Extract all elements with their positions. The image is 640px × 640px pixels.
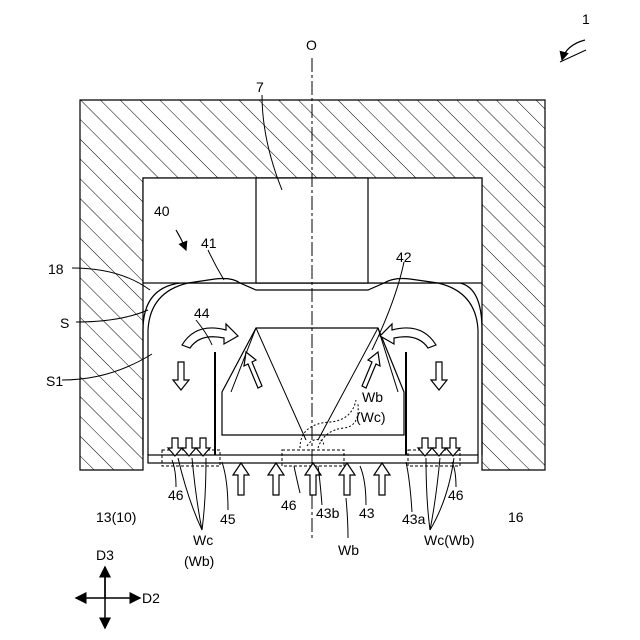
label-wb-bottom: Wb	[338, 542, 359, 558]
curved-arrow-right	[380, 324, 436, 348]
label-16: 16	[508, 509, 524, 525]
label-wc-top: (Wc)	[356, 409, 386, 425]
label-45: 45	[220, 511, 236, 527]
down-arrow-left	[173, 362, 189, 390]
bottom-plate	[148, 455, 478, 463]
label-46-center: 46	[281, 497, 297, 513]
wc-arrows-left	[168, 438, 210, 456]
label-42: 42	[396, 249, 412, 265]
label-43b: 43b	[316, 505, 340, 521]
label-43: 43	[359, 505, 375, 521]
label-wb-left: (Wb)	[184, 553, 214, 569]
label-S: S	[60, 315, 69, 331]
label-13: 13(10)	[96, 509, 136, 525]
label-d3: D3	[96, 547, 114, 563]
label-d2: D2	[142, 590, 160, 606]
label-18: 18	[48, 261, 64, 277]
label-7: 7	[256, 79, 264, 95]
label-41: 41	[201, 235, 217, 251]
label-wc-left: Wc	[193, 532, 213, 548]
down-arrow-right	[431, 362, 447, 390]
direction-indicator	[76, 567, 140, 628]
label-44: 44	[194, 305, 210, 321]
wc-arrows-right	[418, 438, 460, 456]
inflow-arrows	[233, 463, 390, 495]
label-40: 40	[154, 203, 170, 219]
label-wb-top: Wb	[362, 389, 383, 405]
label-axis: O	[306, 37, 317, 53]
label-43a: 43a	[402, 511, 426, 527]
curved-arrow-left	[182, 324, 238, 348]
label-wc-wb-right: Wc(Wb)	[424, 532, 475, 548]
label-S1: S1	[46, 373, 63, 389]
label-46-left: 46	[168, 487, 184, 503]
label-46-right: 46	[448, 487, 464, 503]
fig-pointer	[562, 40, 585, 60]
label-fig: 1	[582, 11, 590, 27]
flow-dotted-3	[307, 440, 324, 446]
